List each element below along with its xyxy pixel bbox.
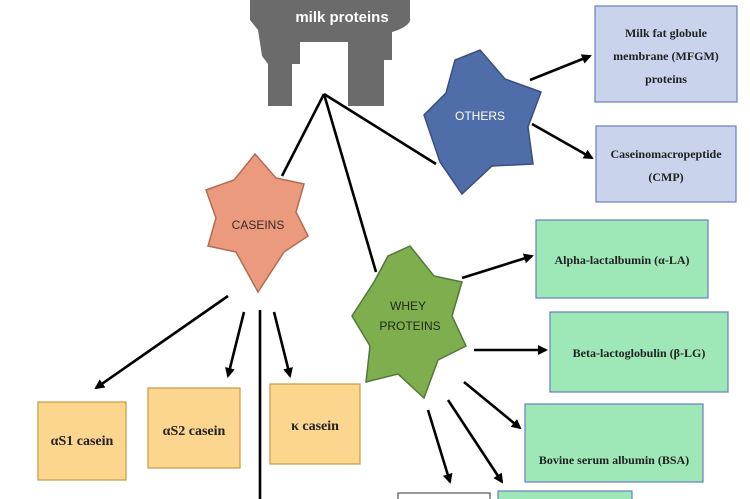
as1-casein-label: αS1 casein bbox=[51, 434, 114, 449]
root-to-caseins-line bbox=[280, 93, 326, 177]
partial-box-bottom-right bbox=[497, 490, 633, 499]
whey-label-line1: WHEY bbox=[390, 299, 426, 313]
mfgm-line2: membrane (MFGM) bbox=[613, 49, 719, 63]
cmp-line1: Caseinomacropeptide bbox=[610, 147, 722, 161]
arrow-to-k bbox=[272, 311, 293, 378]
arrow-to-bottom-left bbox=[426, 409, 453, 484]
ala-box: Alpha-lactalbumin (α-LA) bbox=[535, 219, 709, 299]
partial-box-bottom-left bbox=[397, 492, 491, 499]
mfgm-box: Milk fat globule membrane (MFGM) protein… bbox=[594, 5, 738, 103]
arrows bbox=[94, 54, 594, 484]
whey-star: WHEY PROTEINS bbox=[351, 245, 467, 400]
arrow-to-cmp bbox=[531, 122, 594, 160]
bsa-label: Bovine serum albumin (BSA) bbox=[539, 453, 689, 467]
bsa-box: Bovine serum albumin (BSA) bbox=[524, 403, 704, 483]
ala-label: Alpha-lactalbumin (α-LA) bbox=[554, 253, 689, 267]
as1-casein-box: αS1 casein bbox=[37, 401, 127, 481]
arrow-to-mfgm bbox=[529, 54, 592, 82]
connector-lines bbox=[258, 92, 437, 499]
root-to-others-line bbox=[323, 92, 437, 166]
blg-label: Beta-lactoglobulin (β-LG) bbox=[573, 346, 706, 360]
mfgm-line1: Milk fat globule bbox=[625, 26, 708, 40]
k-casein-box: κ casein bbox=[269, 383, 361, 465]
root-label: milk proteins bbox=[295, 9, 388, 26]
cmp-line2: (CMP) bbox=[648, 170, 683, 184]
others-star: OTHERS bbox=[423, 49, 542, 196]
arrow-to-bottom-right bbox=[446, 399, 504, 484]
arrow-to-bsa bbox=[463, 380, 522, 430]
root-to-whey-line bbox=[322, 93, 378, 273]
as2-casein-label: αS2 casein bbox=[163, 424, 226, 439]
others-label: OTHERS bbox=[455, 109, 505, 123]
cow-icon bbox=[250, 0, 411, 106]
whey-label-line2: PROTEINS bbox=[379, 319, 440, 333]
k-casein-label: κ casein bbox=[291, 419, 339, 434]
cmp-box: Caseinomacropeptide (CMP) bbox=[595, 125, 737, 203]
caseins-label: CASEINS bbox=[232, 218, 285, 232]
caseins-star: CASEINS bbox=[205, 152, 309, 294]
arrow-to-as2 bbox=[225, 311, 246, 378]
blg-box: Beta-lactoglobulin (β-LG) bbox=[549, 311, 729, 393]
as2-casein-box: αS2 casein bbox=[147, 387, 241, 469]
arrow-to-ala bbox=[461, 253, 534, 280]
mfgm-line3: proteins bbox=[645, 72, 687, 86]
arrow-to-as1 bbox=[94, 294, 229, 390]
